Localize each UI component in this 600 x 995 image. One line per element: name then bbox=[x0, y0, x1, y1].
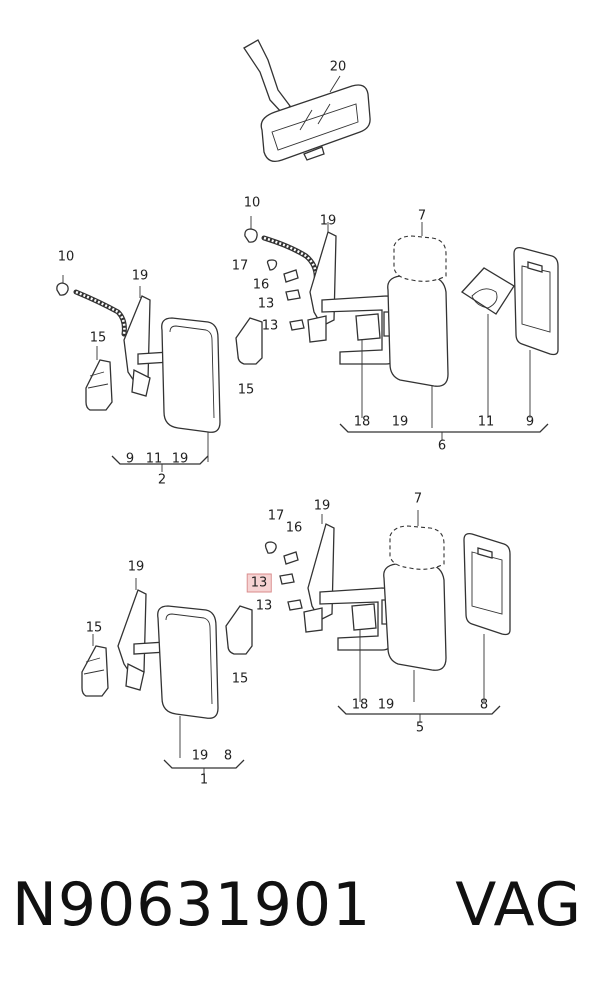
callout-13: 13 bbox=[255, 598, 273, 614]
callout-15: 15 bbox=[231, 671, 249, 687]
callout-15: 15 bbox=[85, 620, 103, 636]
callout-13: 13 bbox=[257, 296, 275, 312]
callout-11: 11 bbox=[477, 414, 495, 430]
mirror-assembly-6 bbox=[235, 216, 559, 440]
callout-19: 19 bbox=[171, 451, 189, 467]
callout-19: 19 bbox=[377, 697, 395, 713]
callout-19: 19 bbox=[131, 268, 149, 284]
callout-19: 19 bbox=[191, 748, 209, 764]
callout-5: 5 bbox=[415, 720, 425, 736]
callout-18: 18 bbox=[353, 414, 371, 430]
callout-8: 8 bbox=[479, 697, 489, 713]
callout-7: 7 bbox=[413, 491, 423, 507]
callout-19: 19 bbox=[313, 498, 331, 514]
callout-9: 9 bbox=[125, 451, 135, 467]
part-number: N90631901 bbox=[12, 870, 372, 940]
callout-10: 10 bbox=[243, 195, 261, 211]
mirror-assembly-5 bbox=[225, 510, 511, 722]
callout-2: 2 bbox=[157, 472, 167, 488]
callout-13-highlighted: 13 bbox=[246, 573, 272, 593]
callout-15: 15 bbox=[89, 330, 107, 346]
callout-7: 7 bbox=[417, 208, 427, 224]
callout-17: 17 bbox=[231, 258, 249, 274]
callout-1: 1 bbox=[199, 772, 209, 788]
callout-16: 16 bbox=[285, 520, 303, 536]
mirror-assembly-2 bbox=[56, 275, 221, 472]
callout-13: 13 bbox=[261, 318, 279, 334]
footer: N90631901 VAG bbox=[0, 870, 600, 960]
callout-10: 10 bbox=[57, 249, 75, 265]
callout-18: 18 bbox=[351, 697, 369, 713]
callout-19: 19 bbox=[319, 213, 337, 229]
callout-11: 11 bbox=[145, 451, 163, 467]
callout-19: 19 bbox=[391, 414, 409, 430]
rearview-mirror bbox=[243, 39, 371, 163]
parts-diagram: 20 10 10 19 19 19 19 19 19 19 19 7 7 17 … bbox=[56, 39, 559, 788]
diagram-drawing bbox=[56, 39, 559, 776]
callout-15: 15 bbox=[237, 382, 255, 398]
callout-16: 16 bbox=[252, 277, 270, 293]
callout-8: 8 bbox=[223, 748, 233, 764]
callout-19: 19 bbox=[127, 559, 145, 575]
brand-name: VAG bbox=[455, 870, 582, 940]
callout-17: 17 bbox=[267, 508, 285, 524]
callout-9: 9 bbox=[525, 414, 535, 430]
callout-20: 20 bbox=[329, 59, 347, 75]
callout-6: 6 bbox=[437, 438, 447, 454]
mirror-assembly-1 bbox=[81, 578, 245, 776]
